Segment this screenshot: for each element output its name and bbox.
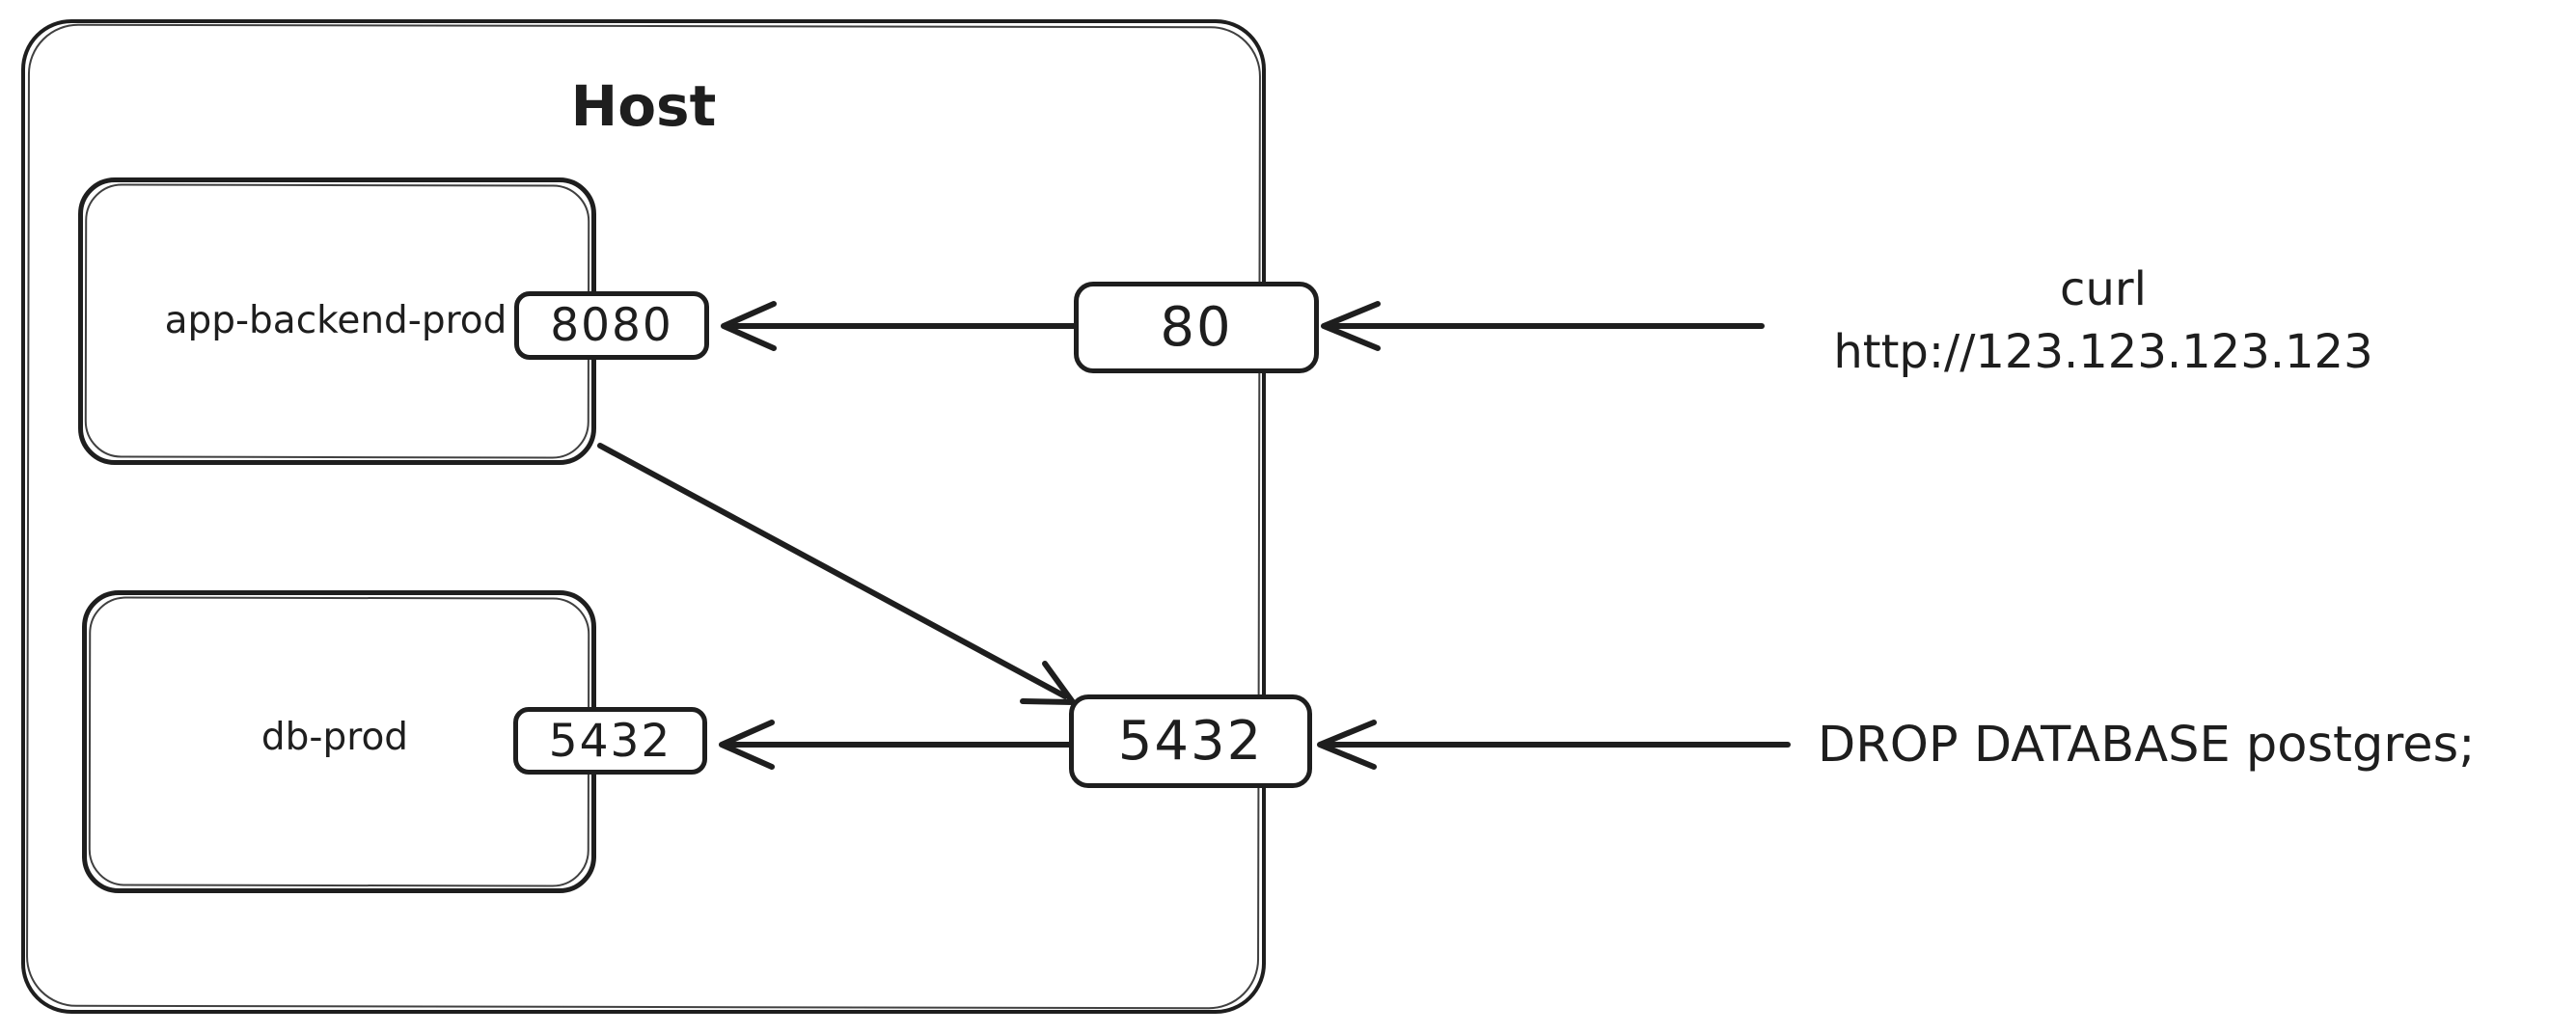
host-box xyxy=(21,19,1266,1014)
host-port-80-box: 80 xyxy=(1074,282,1319,373)
port-8080-box: 8080 xyxy=(514,291,709,360)
arrowhead xyxy=(719,720,775,770)
arrow-host5432-to-inner5432 xyxy=(719,720,1076,770)
annotation-curl-line1: curl xyxy=(2060,262,2147,316)
arrow-host80-to-8080 xyxy=(721,301,1082,351)
arrow-sql-to-host5432 xyxy=(1317,720,1791,770)
host-title: Host xyxy=(570,73,717,139)
arrowhead xyxy=(1321,301,1381,351)
arrow-curl-to-host80 xyxy=(1321,301,1765,351)
arrowhead xyxy=(721,301,777,351)
arrowhead xyxy=(1020,661,1076,705)
host-port-5432-box: 5432 xyxy=(1069,694,1312,788)
arrow-app-to-host5432 xyxy=(597,443,1076,705)
port-8080-label: 8080 xyxy=(550,299,673,352)
port-5432-inner-box: 5432 xyxy=(513,707,707,775)
arrowhead xyxy=(1317,720,1377,770)
annotation-curl-line2: http://123.123.123.123 xyxy=(1833,325,2373,379)
host-port-80-label: 80 xyxy=(1160,296,1233,359)
annotation-sql: DROP DATABASE postgres; xyxy=(1818,717,2476,774)
port-5432-inner-label: 5432 xyxy=(548,714,672,768)
annotation-curl: curl http://123.123.123.123 xyxy=(1775,258,2431,384)
container-db-label: db-prod xyxy=(260,716,409,759)
host-port-5432-label: 5432 xyxy=(1117,710,1264,773)
container-app-label: app-backend-prod xyxy=(164,299,507,342)
